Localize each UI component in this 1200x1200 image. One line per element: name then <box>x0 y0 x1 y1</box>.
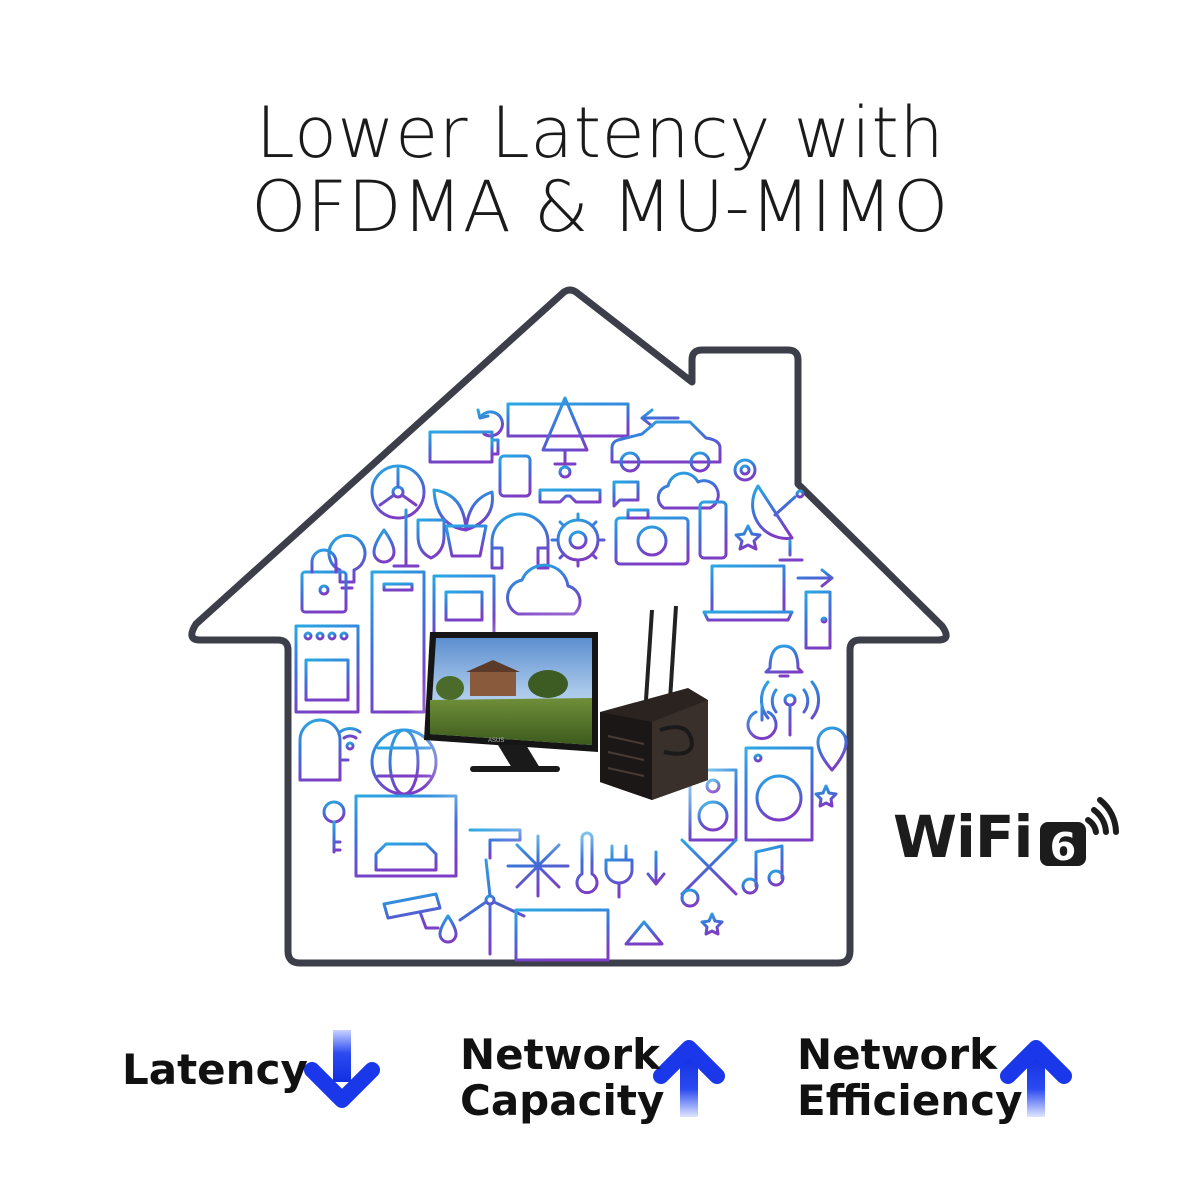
star-outline-icon <box>734 524 762 551</box>
arrow-right-icon <box>796 568 834 588</box>
headline-line-2: OFDMA & MU-MIMO <box>251 166 949 248</box>
water-drop-small-icon <box>438 914 458 944</box>
fan-icon <box>370 464 426 520</box>
monitor-icon <box>424 632 598 772</box>
star-small-icon <box>700 912 724 936</box>
bell-icon <box>764 644 804 678</box>
radiator-icon <box>514 908 610 962</box>
chat-bubble-icon <box>612 480 640 508</box>
satellite-dish-icon <box>751 484 805 562</box>
wifi6-badge <box>1040 797 1119 866</box>
key-icon <box>322 800 346 854</box>
washing-machine-icon <box>744 746 814 842</box>
cloud-outline-icon <box>506 563 582 616</box>
lamp-icon <box>541 396 589 479</box>
refrigerator-icon <box>370 570 426 714</box>
wifi-text: WiFi <box>893 803 1033 871</box>
laptop-icon <box>702 564 794 622</box>
garage-icon <box>354 794 458 878</box>
glasses-icon <box>538 488 602 504</box>
security-camera-icon <box>382 892 442 930</box>
wifi-signal-icon <box>338 727 362 751</box>
gear-large-icon <box>550 512 606 568</box>
cloud-icon <box>656 471 720 510</box>
water-drop-icon <box>372 528 396 564</box>
door-icon <box>804 590 832 650</box>
leaf-plant-icon <box>432 488 494 558</box>
house-outline <box>188 286 950 967</box>
recycle-arrows-icon <box>624 920 664 946</box>
arrow-up-icon <box>653 1040 725 1117</box>
smartphone-icon <box>698 500 728 560</box>
arrow-down-small-icon <box>646 850 666 886</box>
wifi-tower-icon <box>760 680 820 737</box>
metric-network-capacity: Network Capacity <box>460 1032 664 1124</box>
smart-home-icon-cluster <box>294 396 848 962</box>
router-pc-icon <box>600 605 708 800</box>
shield-icon <box>416 518 446 560</box>
car-icon <box>610 420 722 473</box>
padlock-icon <box>300 548 348 614</box>
snowflake-icon <box>506 834 570 898</box>
stove-icon <box>294 624 360 714</box>
star-icon <box>814 784 838 808</box>
music-note-icon <box>741 844 785 895</box>
wrench-screwdriver-icon <box>680 838 738 908</box>
metric-latency: Latency <box>122 1047 308 1093</box>
gear-icon <box>733 458 757 482</box>
arrow-left-icon <box>640 408 680 428</box>
camera-icon <box>614 508 690 566</box>
wifi6-logo: WiFi <box>893 803 1033 871</box>
metric-label: Latency <box>122 1045 308 1094</box>
monitor-logo: ASUS <box>488 738 504 744</box>
watch-icon <box>498 442 532 508</box>
metric-label: Network Capacity <box>460 1030 665 1125</box>
headline-line-1: Lower Latency with <box>255 92 945 174</box>
arrow-down-icon <box>304 1030 380 1108</box>
metric-network-efficiency: Network Efficiency <box>797 1032 1022 1124</box>
wifi6-number: 6 <box>1050 825 1076 869</box>
metric-label: Network Efficiency <box>797 1030 1023 1125</box>
headphones-icon <box>490 512 550 570</box>
mailbox-icon <box>298 718 350 782</box>
wind-turbine-icon <box>458 858 526 956</box>
battery-icon <box>428 430 500 464</box>
arrow-up-icon <box>1000 1040 1072 1117</box>
location-pin-icon <box>816 726 848 772</box>
stand-fan-icon <box>392 508 420 568</box>
